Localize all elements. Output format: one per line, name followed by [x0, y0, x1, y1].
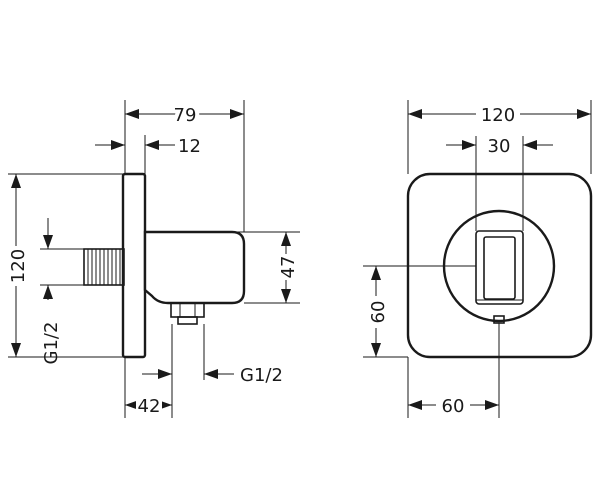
dim-plate-12: 12	[95, 136, 201, 157]
dim-thread-inlet: G1/2	[41, 218, 62, 364]
dim-plate-label: 12	[178, 136, 201, 157]
dim-center-vertical-60: 60	[366, 266, 389, 357]
dim-height-label: 120	[8, 249, 29, 283]
dim-body-47: 47	[276, 232, 299, 303]
dim-thread-outlet: G1/2	[142, 365, 283, 386]
dim-center-vertical-label: 60	[368, 301, 389, 324]
dim-height-120: 120	[6, 174, 29, 357]
dim-thread-inlet-label: G1/2	[41, 322, 62, 365]
dim-slot-30: 30	[446, 136, 553, 157]
dim-depth-79: 79	[125, 101, 244, 130]
dim-outlet-label: 42	[138, 396, 161, 417]
front-hose-holder	[475, 230, 524, 305]
dim-depth-label: 79	[174, 105, 197, 126]
side-extension-lines	[8, 100, 300, 418]
side-wall-plate	[121, 172, 147, 359]
side-outlet-fitting	[170, 302, 205, 325]
dim-slot-label: 30	[488, 136, 511, 157]
dim-center-horizontal-60: 60	[408, 394, 499, 417]
dim-center-horizontal-label: 60	[442, 396, 465, 417]
dim-body-label: 47	[278, 256, 299, 279]
dim-outlet-42: 42	[125, 394, 172, 417]
side-view: 79 12 120 G1/2	[6, 100, 300, 418]
dim-width-120: 120	[408, 104, 591, 126]
front-view: 120 30 60 60	[363, 100, 593, 418]
side-elbow-body	[143, 230, 246, 305]
dim-thread-outlet-label: G1/2	[240, 365, 283, 386]
front-extension-lines	[363, 100, 592, 418]
side-threaded-inlet	[83, 248, 125, 286]
dim-width-label: 120	[481, 105, 515, 126]
